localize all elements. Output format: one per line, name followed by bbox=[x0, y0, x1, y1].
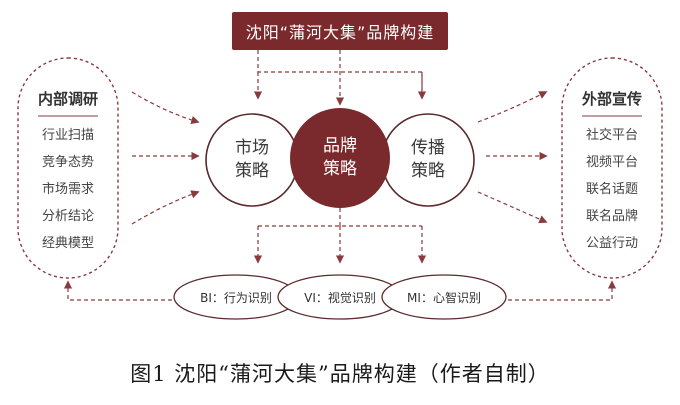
arrow-left-1 bbox=[131, 91, 200, 125]
right-item: 联名话题 bbox=[585, 182, 638, 197]
market-strategy-line2: 策略 bbox=[235, 161, 269, 181]
arrow-right-3 bbox=[477, 191, 548, 224]
left-item: 分析结论 bbox=[41, 209, 94, 224]
left-item: 行业扫描 bbox=[41, 128, 94, 143]
left-item: 经典模型 bbox=[41, 236, 94, 251]
mi-pill bbox=[381, 274, 507, 320]
right-panel-heading: 外部宣传 bbox=[581, 90, 642, 108]
market-strategy-line1: 市场 bbox=[235, 138, 269, 158]
spread-strategy-line2: 策略 bbox=[411, 161, 445, 181]
arrow-right-1 bbox=[477, 91, 548, 123]
right-item: 联名品牌 bbox=[585, 209, 638, 224]
vi-label: VI：视觉识别 bbox=[304, 291, 376, 305]
right-item: 公益行动 bbox=[585, 236, 638, 251]
loop-right bbox=[508, 280, 617, 301]
right-panel-frame bbox=[561, 57, 663, 279]
brand-strategy-line1: 品牌 bbox=[323, 136, 357, 156]
diagram-title: 沈阳“蒲河大集”品牌构建 bbox=[232, 12, 448, 50]
spread-strategy-line1: 传播 bbox=[411, 138, 445, 158]
right-item: 社交平台 bbox=[585, 128, 638, 143]
brand-strategy-circle bbox=[290, 108, 390, 208]
left-item: 市场需求 bbox=[41, 182, 94, 197]
left-panel-frame bbox=[17, 57, 119, 279]
arrow-left-3 bbox=[131, 190, 200, 225]
right-item: 视频平台 bbox=[585, 155, 638, 170]
arrow-down-split bbox=[258, 208, 422, 227]
arrow-title-left bbox=[257, 50, 423, 96]
bi-label: BI：行为识别 bbox=[200, 291, 272, 305]
brand-strategy-line2: 策略 bbox=[323, 159, 357, 179]
loop-left bbox=[63, 280, 172, 301]
left-panel-heading: 内部调研 bbox=[37, 90, 98, 108]
left-item: 竞争态势 bbox=[41, 155, 94, 170]
mi-label: MI：心智识别 bbox=[407, 291, 481, 305]
figure-caption: 图1 沈阳“蒲河大集”品牌构建（作者自制） bbox=[130, 362, 550, 386]
